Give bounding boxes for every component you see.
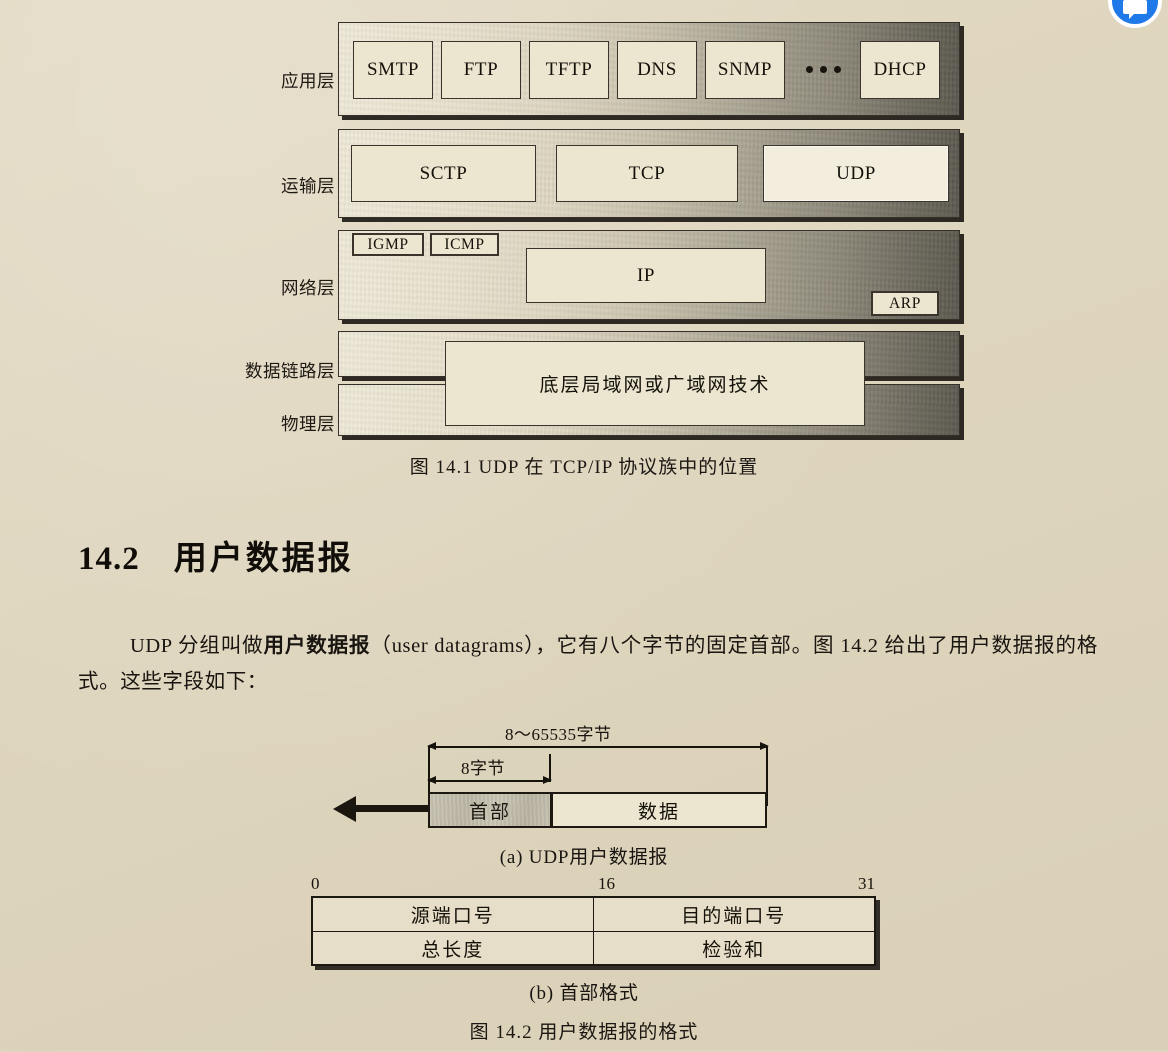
header-length-dimension-line bbox=[427, 777, 552, 784]
protocol-box-ftp[interactable]: FTP bbox=[441, 41, 521, 99]
protocol-box-igmp[interactable]: IGMP bbox=[352, 233, 424, 256]
paragraph-paren: （user datagrams） bbox=[370, 635, 536, 657]
total-length-tick-right bbox=[766, 746, 768, 806]
protocol-box-snmp[interactable]: SNMP bbox=[705, 41, 785, 99]
udp-field-source-port[interactable]: 源端口号 bbox=[313, 898, 594, 931]
udp-field-checksum[interactable]: 检验和 bbox=[702, 940, 766, 961]
bit-mark-31: 31 bbox=[858, 874, 875, 893]
datagram-data-box[interactable]: 数据 bbox=[551, 792, 767, 828]
section-number: 14.2 bbox=[78, 541, 140, 577]
protocol-box-ip[interactable]: IP bbox=[526, 248, 766, 303]
figure-14-2a: 8～65535字节 8字节 首部 数据 (a) UDP用户数据报 bbox=[0, 718, 1168, 868]
figure-14-2a-subcaption: (a) UDP用户数据报 bbox=[499, 847, 669, 868]
datagram-header-box[interactable]: 首部 bbox=[428, 792, 552, 828]
section-heading: 14.2 用户数据报 bbox=[78, 531, 354, 579]
protocol-box-dhcp[interactable]: DHCP bbox=[860, 41, 940, 99]
protocol-box-udp[interactable]: UDP bbox=[763, 145, 949, 202]
protocol-box-smtp[interactable]: SMTP bbox=[353, 41, 433, 99]
paragraph-bold-term: 用户数据报 bbox=[263, 635, 371, 657]
figure-14-1: 应用层 运输层 网络层 数据链路层 物理层 SMTP FTP TFTP DNS … bbox=[0, 0, 1168, 500]
protocol-box-dns[interactable]: DNS bbox=[617, 41, 697, 99]
layer-label-datalink: 数据链路层 bbox=[245, 361, 335, 381]
transmission-direction-arrow bbox=[333, 795, 430, 822]
layer-label-application: 应用层 bbox=[281, 71, 335, 91]
total-length-dimension-line bbox=[427, 743, 769, 750]
body-paragraph: UDP 分组叫做用户数据报（user datagrams），它有八个字节的固定首… bbox=[78, 628, 1098, 700]
figure-14-1-caption: 图 14.1 UDP 在 TCP/IP 协议族中的位置 bbox=[409, 457, 759, 478]
ellipsis-icon bbox=[806, 66, 841, 73]
udp-header-row-1: 源端口号 目的端口号 bbox=[313, 898, 874, 931]
layer-label-network: 网络层 bbox=[281, 278, 335, 298]
paragraph-rest: ，它有八个字节的固定首部。图 14.2 给出了用户数据报的格式。这些字段如下： bbox=[78, 635, 1098, 693]
protocol-box-arp[interactable]: ARP bbox=[871, 291, 939, 316]
bit-mark-0: 0 bbox=[311, 874, 320, 893]
udp-field-total-length[interactable]: 总长度 bbox=[313, 932, 594, 965]
udp-header-table: 源端口号 目的端口号 总长度 检验和 bbox=[311, 896, 876, 966]
layer-label-transport: 运输层 bbox=[281, 176, 335, 196]
underlying-network-tech-box[interactable]: 底层局域网或广域网技术 bbox=[445, 341, 865, 426]
total-length-label: 8～65535字节 bbox=[505, 725, 612, 744]
chat-bubble-icon bbox=[1123, 0, 1147, 19]
figure-14-2b-subcaption: (b) 首部格式 bbox=[529, 983, 639, 1004]
protocol-box-sctp[interactable]: SCTP bbox=[351, 145, 536, 202]
layer-label-physical: 物理层 bbox=[281, 414, 335, 434]
total-length-tick-left bbox=[428, 746, 430, 806]
protocol-box-tftp[interactable]: TFTP bbox=[529, 41, 609, 99]
paragraph-lead: UDP 分组叫做 bbox=[130, 635, 264, 657]
udp-header-row-2: 总长度 检验和 bbox=[313, 931, 874, 965]
udp-field-destination-port[interactable]: 目的端口号 bbox=[681, 906, 787, 927]
header-length-label: 8字节 bbox=[461, 759, 505, 778]
bit-mark-16: 16 bbox=[598, 874, 615, 893]
protocol-box-icmp[interactable]: ICMP bbox=[430, 233, 499, 256]
protocol-box-tcp[interactable]: TCP bbox=[556, 145, 738, 202]
header-length-tick-right bbox=[549, 754, 551, 780]
figure-14-2b: 0 16 31 源端口号 目的端口号 总长度 检验和 (b) 首部格式 图 14… bbox=[0, 872, 1168, 1052]
section-title: 用户数据报 bbox=[173, 541, 354, 577]
figure-14-2-caption: 图 14.2 用户数据报的格式 bbox=[469, 1022, 699, 1043]
